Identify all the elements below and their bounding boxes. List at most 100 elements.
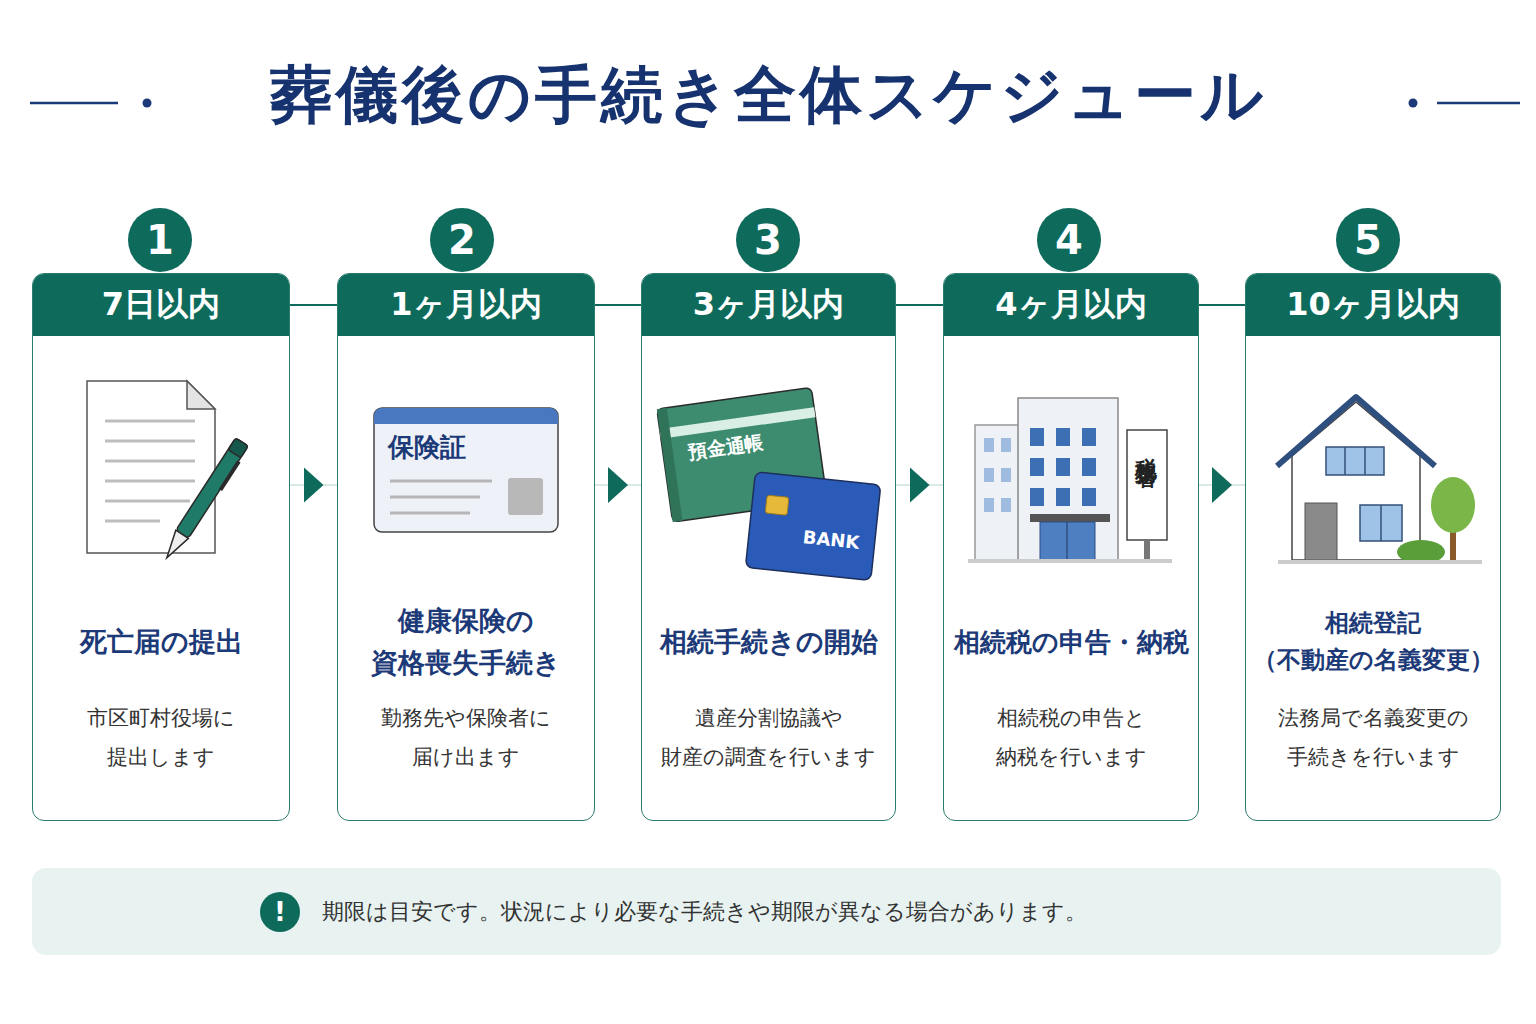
pen-clip [219,460,241,491]
card-body [745,472,880,581]
text-line [105,520,160,523]
window [1030,458,1044,476]
window [1056,488,1070,506]
diagram-title: 葬儀後の手続き全体スケジュール [0,58,1536,132]
tree-crown [1431,477,1475,533]
insurance-card-icon [374,408,558,532]
title-dot [1409,99,1418,108]
entrance-door [1040,522,1095,560]
pen-body [176,438,248,538]
text-line [105,500,190,503]
window [1056,428,1070,446]
document-icon [87,381,250,563]
window [984,498,994,512]
window [1001,438,1011,452]
deadline-label: 10ヶ月以内 [1246,274,1500,336]
tax-office-icon [968,398,1172,561]
step-description: 遺産分割協議や 財産の調査を行います [648,694,889,782]
notice-text: 期限は目安です。状況により必要な手続きや期限が異なる場合があります。 [322,868,1087,955]
flow-arrow [595,484,641,486]
step-description: 相続税の申告と 納税を行います [950,694,1192,782]
text-line [390,512,470,515]
text-line [105,460,195,463]
step-number: 4 [1037,208,1101,272]
step-card: 1ヶ月以内健康保険の 資格喪失手続き勤務先や保険者に 届け出ます [337,273,595,821]
step-number: 1 [128,208,192,272]
passbook-icon [657,387,827,522]
text-line [390,496,480,499]
window [1030,428,1044,446]
ground-line [968,559,1172,563]
step-number-circle: 5 [1336,208,1400,272]
window [1082,428,1096,446]
step-card: 4ヶ月以内相続税の申告・納税相続税の申告と 納税を行います [943,273,1199,821]
step-number: 3 [736,208,800,272]
passbook-band [660,407,816,439]
window-bar [1380,505,1382,541]
step-card: 3ヶ月以内相続手続きの開始遺産分割協議や 財産の調査を行います [641,273,896,821]
window [984,468,994,482]
alert-circle: ! [260,892,300,932]
step-card: 10ヶ月以内相続登記 （不動産の名義変更）法務局で名義変更の 手続きを行います [1245,273,1501,821]
window [984,438,994,452]
text-line [105,480,195,483]
paper-fold [187,381,215,409]
step-number: 5 [1336,208,1400,272]
step-title: 死亡届の提出 [36,596,286,688]
flow-arrow [1199,484,1245,486]
step-title: 相続登記 （不動産の名義変更） [1249,596,1497,688]
step-number-circle: 1 [128,208,192,272]
text-line [390,480,492,483]
step-card: 7日以内死亡届の提出市区町村役場に 提出します [32,273,290,821]
window [1360,505,1402,541]
step-description: 市区町村役場に 提出します [39,694,283,782]
text-line [105,420,195,423]
flow-arrow [290,484,337,486]
step-description: 勤務先や保険者に 届け出ます [344,694,588,782]
bush [1397,540,1445,564]
title-dot [143,99,152,108]
pen-icon [161,438,251,563]
window [1030,488,1044,506]
window [1056,458,1070,476]
window-bar [1344,447,1346,475]
deadline-label: 3ヶ月以内 [642,274,895,336]
card-body [374,408,558,532]
window [1001,468,1011,482]
step-title: 相続税の申告・納税 [947,596,1195,688]
passbook-spine [657,408,683,522]
flow-arrow [896,484,943,486]
door-split [1066,522,1068,560]
card-chip [765,495,789,515]
ground-line [1278,560,1482,564]
house-icon [1277,397,1482,564]
deadline-label: 1ヶ月以内 [338,274,594,336]
deadline-label: 7日以内 [33,274,289,336]
paper-sheet [87,381,215,553]
photo-box [508,478,543,515]
signboard-post [1144,540,1150,560]
notice-box: 期限は目安です。状況により必要な手続きや期限が異なる場合があります。! [32,868,1501,955]
entrance-canopy [1030,514,1110,522]
tree-trunk [1450,520,1456,562]
step-number: 2 [430,208,494,272]
card-stripe [374,408,558,424]
bank-card-icon [745,472,880,581]
window [1001,498,1011,512]
alert-mark: ! [260,892,300,932]
window [1082,458,1096,476]
step-number-circle: 3 [736,208,800,272]
window [1082,488,1096,506]
step-number-circle: 2 [430,208,494,272]
step-title: 健康保険の 資格喪失手続き [341,596,591,688]
passbook-cover [657,387,827,522]
title-rule [1437,102,1520,105]
signboard [1127,430,1167,540]
step-title: 相続手続きの開始 [645,596,892,688]
deadline-label: 4ヶ月以内 [944,274,1198,336]
step-description: 法務局で名義変更の 手続きを行います [1252,694,1494,782]
window-bar [1364,447,1366,475]
house-door [1305,503,1337,560]
pen-tip [161,530,189,562]
